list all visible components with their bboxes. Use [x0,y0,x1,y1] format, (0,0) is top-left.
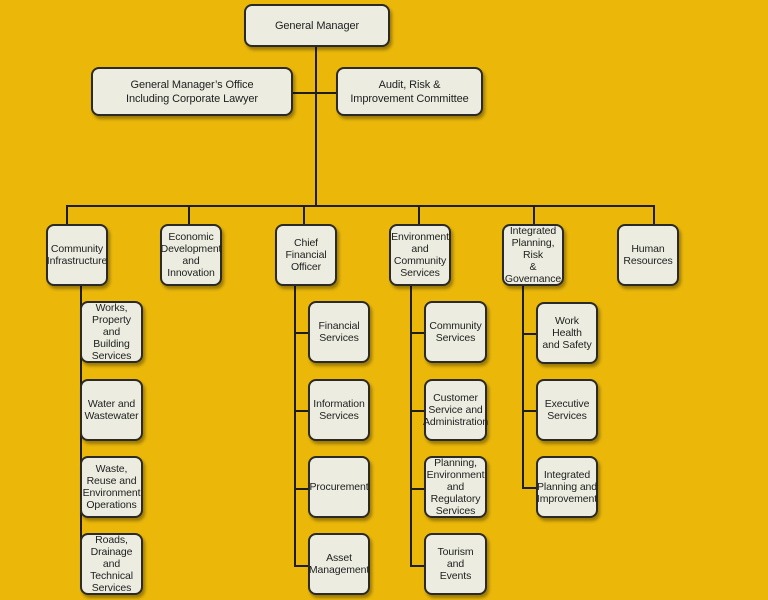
department-box-community-infrastructure[interactable]: Community Infrastructure [46,224,108,286]
department-label: Integrated Planning, Risk & Governance [504,225,562,285]
connector-col5-trunk [522,286,524,488]
unit-label: Information Services [313,398,365,422]
connector-gm-office [293,92,315,94]
connector-departments-bus [66,205,655,207]
connector-col5-branch-2 [522,410,538,412]
connector-col3-branch-4 [294,565,310,567]
connector-col5-branch-1 [522,333,538,335]
connector-col4-branch-4 [410,565,426,567]
unit-label: Asset Management [308,552,370,576]
connector-col5-branch-3 [522,487,538,489]
general-manager-label: General Manager [274,19,360,32]
connector-dept-6 [653,205,655,225]
unit-box-customer-service[interactable]: Customer Service and Administration [422,379,489,441]
department-box-environment-community[interactable]: Environment and Community Services [389,224,451,286]
connector-col3-trunk [294,286,296,566]
unit-box-information-services[interactable]: Information Services [308,379,370,441]
unit-box-financial-services[interactable]: Financial Services [308,301,370,363]
unit-label: Customer Service and Administration [422,392,489,428]
connector-dept-2 [188,205,190,225]
unit-label: Waste, Reuse and Environment Operations [82,463,141,511]
unit-box-works-property[interactable]: Works, Property and Building Services [80,301,143,363]
unit-label: Executive Services [544,398,590,422]
unit-label: Procurement [309,481,369,493]
unit-box-asset-management[interactable]: Asset Management [308,533,370,595]
department-label: Community Infrastructure [46,243,108,267]
audit-committee-box[interactable]: Audit, Risk & Improvement Committee [336,67,483,116]
department-box-integrated-planning[interactable]: Integrated Planning, Risk & Governance [502,224,564,286]
gm-office-label: General Manager’s Office Including Corpo… [126,78,258,105]
unit-box-community-services[interactable]: Community Services [424,301,487,363]
department-box-chief-financial-officer[interactable]: Chief Financial Officer [275,224,337,286]
unit-box-tourism-events[interactable]: Tourism and Events [424,533,487,595]
connector-dept-1 [66,205,68,225]
unit-label: Tourism and Events [437,546,474,582]
unit-box-procurement[interactable]: Procurement [308,456,370,518]
unit-label: Work Health and Safety [542,315,592,351]
unit-label: Integrated Planning and Improvement [536,469,598,505]
audit-committee-label: Audit, Risk & Improvement Committee [350,78,469,105]
unit-box-executive-services[interactable]: Executive Services [536,379,598,441]
department-label: Environment and Community Services [391,231,449,279]
unit-box-planning-environment[interactable]: Planning, Environment and Regulatory Ser… [424,456,487,518]
general-manager-box[interactable]: General Manager [244,4,390,47]
connector-col4-branch-1 [410,332,426,334]
unit-box-work-health-safety[interactable]: Work Health and Safety [536,302,598,364]
unit-label: Roads, Drainage and Technical Services [90,534,133,594]
unit-box-roads-drainage[interactable]: Roads, Drainage and Technical Services [80,533,143,595]
department-label: Chief Financial Officer [285,237,327,273]
unit-label: Community Services [429,320,482,344]
connector-gm-trunk [315,46,317,206]
unit-label: Planning, Environment and Regulatory Ser… [426,457,485,517]
connector-col4-trunk [410,286,412,566]
department-box-economic-development[interactable]: Economic Development and Innovation [160,224,222,286]
unit-label: Financial Services [318,320,360,344]
connector-col4-branch-3 [410,488,426,490]
department-label: Human Resources [623,243,673,267]
connector-dept-3 [303,205,305,225]
connector-dept-4 [418,205,420,225]
gm-office-box[interactable]: General Manager’s Office Including Corpo… [91,67,293,116]
department-box-human-resources[interactable]: Human Resources [617,224,679,286]
unit-box-waste-reuse[interactable]: Waste, Reuse and Environment Operations [80,456,143,518]
connector-col4-branch-2 [410,410,426,412]
unit-label: Works, Property and Building Services [91,302,132,362]
connector-col3-branch-2 [294,410,310,412]
unit-label: Water and Wastewater [84,398,139,422]
connector-col3-branch-1 [294,332,310,334]
connector-dept-5 [533,205,535,225]
connector-col3-branch-3 [294,488,310,490]
department-label: Economic Development and Innovation [160,231,222,279]
connector-audit [317,92,337,94]
unit-box-integrated-planning-improvement[interactable]: Integrated Planning and Improvement [536,456,598,518]
unit-box-water-wastewater[interactable]: Water and Wastewater [80,379,143,441]
